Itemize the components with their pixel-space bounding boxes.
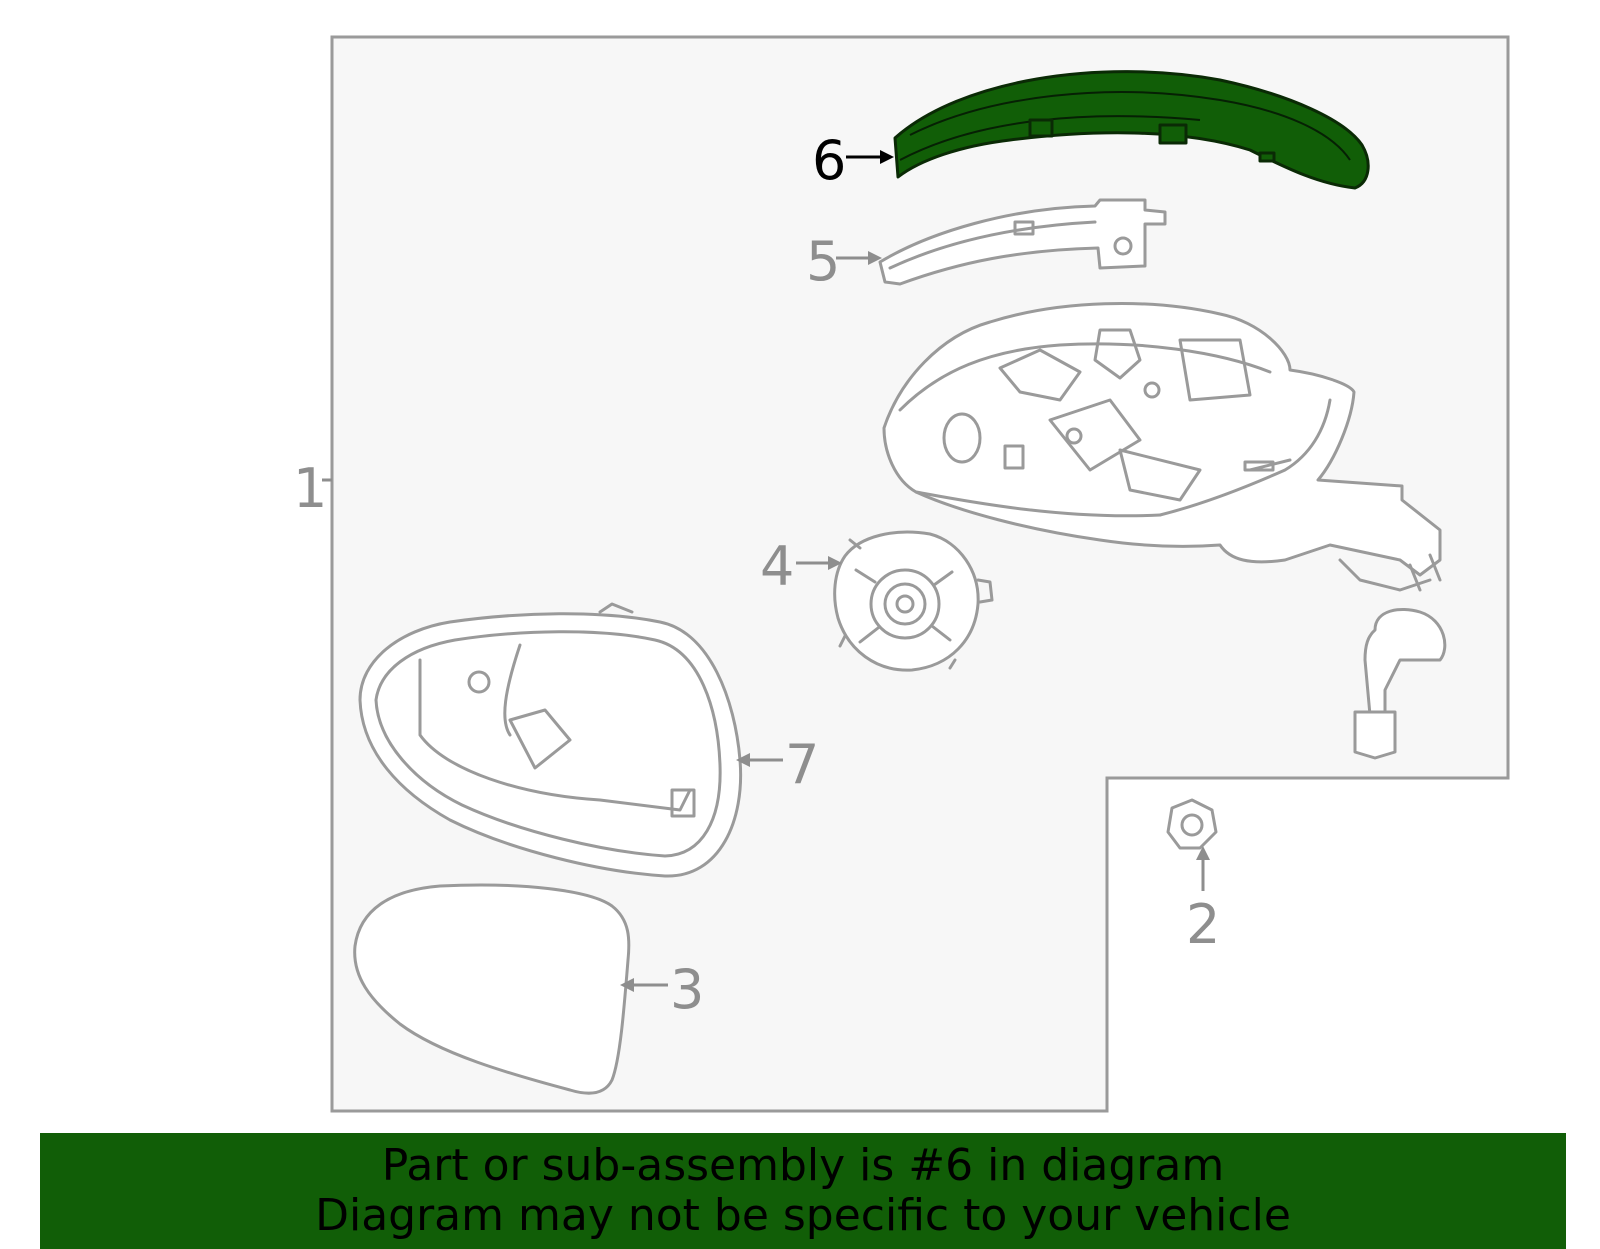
- arrow-6: [880, 150, 894, 164]
- info-banner: Part or sub-assembly is #6 in diagram Di…: [40, 1133, 1566, 1249]
- arrow-4: [828, 556, 842, 570]
- arrow-7: [736, 753, 750, 767]
- callout-3: 3: [670, 958, 704, 1021]
- part-6-mirror-cover-trim[interactable]: [893, 70, 1370, 190]
- part-5-turn-signal-lamp[interactable]: [878, 198, 1167, 286]
- arrow-5: [868, 251, 882, 265]
- part-1-mirror-housing-assembly[interactable]: [882, 302, 1447, 760]
- arrow-2: [1196, 846, 1210, 860]
- arrow-3: [620, 978, 634, 992]
- banner-line-part: Part or sub-assembly is #6 in diagram: [381, 1140, 1225, 1191]
- callout-2: 2: [1186, 893, 1220, 956]
- part-4-glass-actuator[interactable]: [833, 530, 994, 672]
- callout-1: 1: [293, 457, 327, 520]
- banner-line-disclaimer: Diagram may not be specific to your vehi…: [315, 1190, 1291, 1241]
- callout-4: 4: [760, 535, 794, 598]
- part-2-nut[interactable]: [1166, 798, 1218, 850]
- part-7-mirror-outer-frame[interactable]: [358, 602, 743, 878]
- callout-5: 5: [806, 230, 840, 293]
- callout-6: 6: [812, 129, 846, 192]
- callout-7: 7: [785, 733, 819, 796]
- part-3-mirror-glass[interactable]: [353, 883, 631, 1095]
